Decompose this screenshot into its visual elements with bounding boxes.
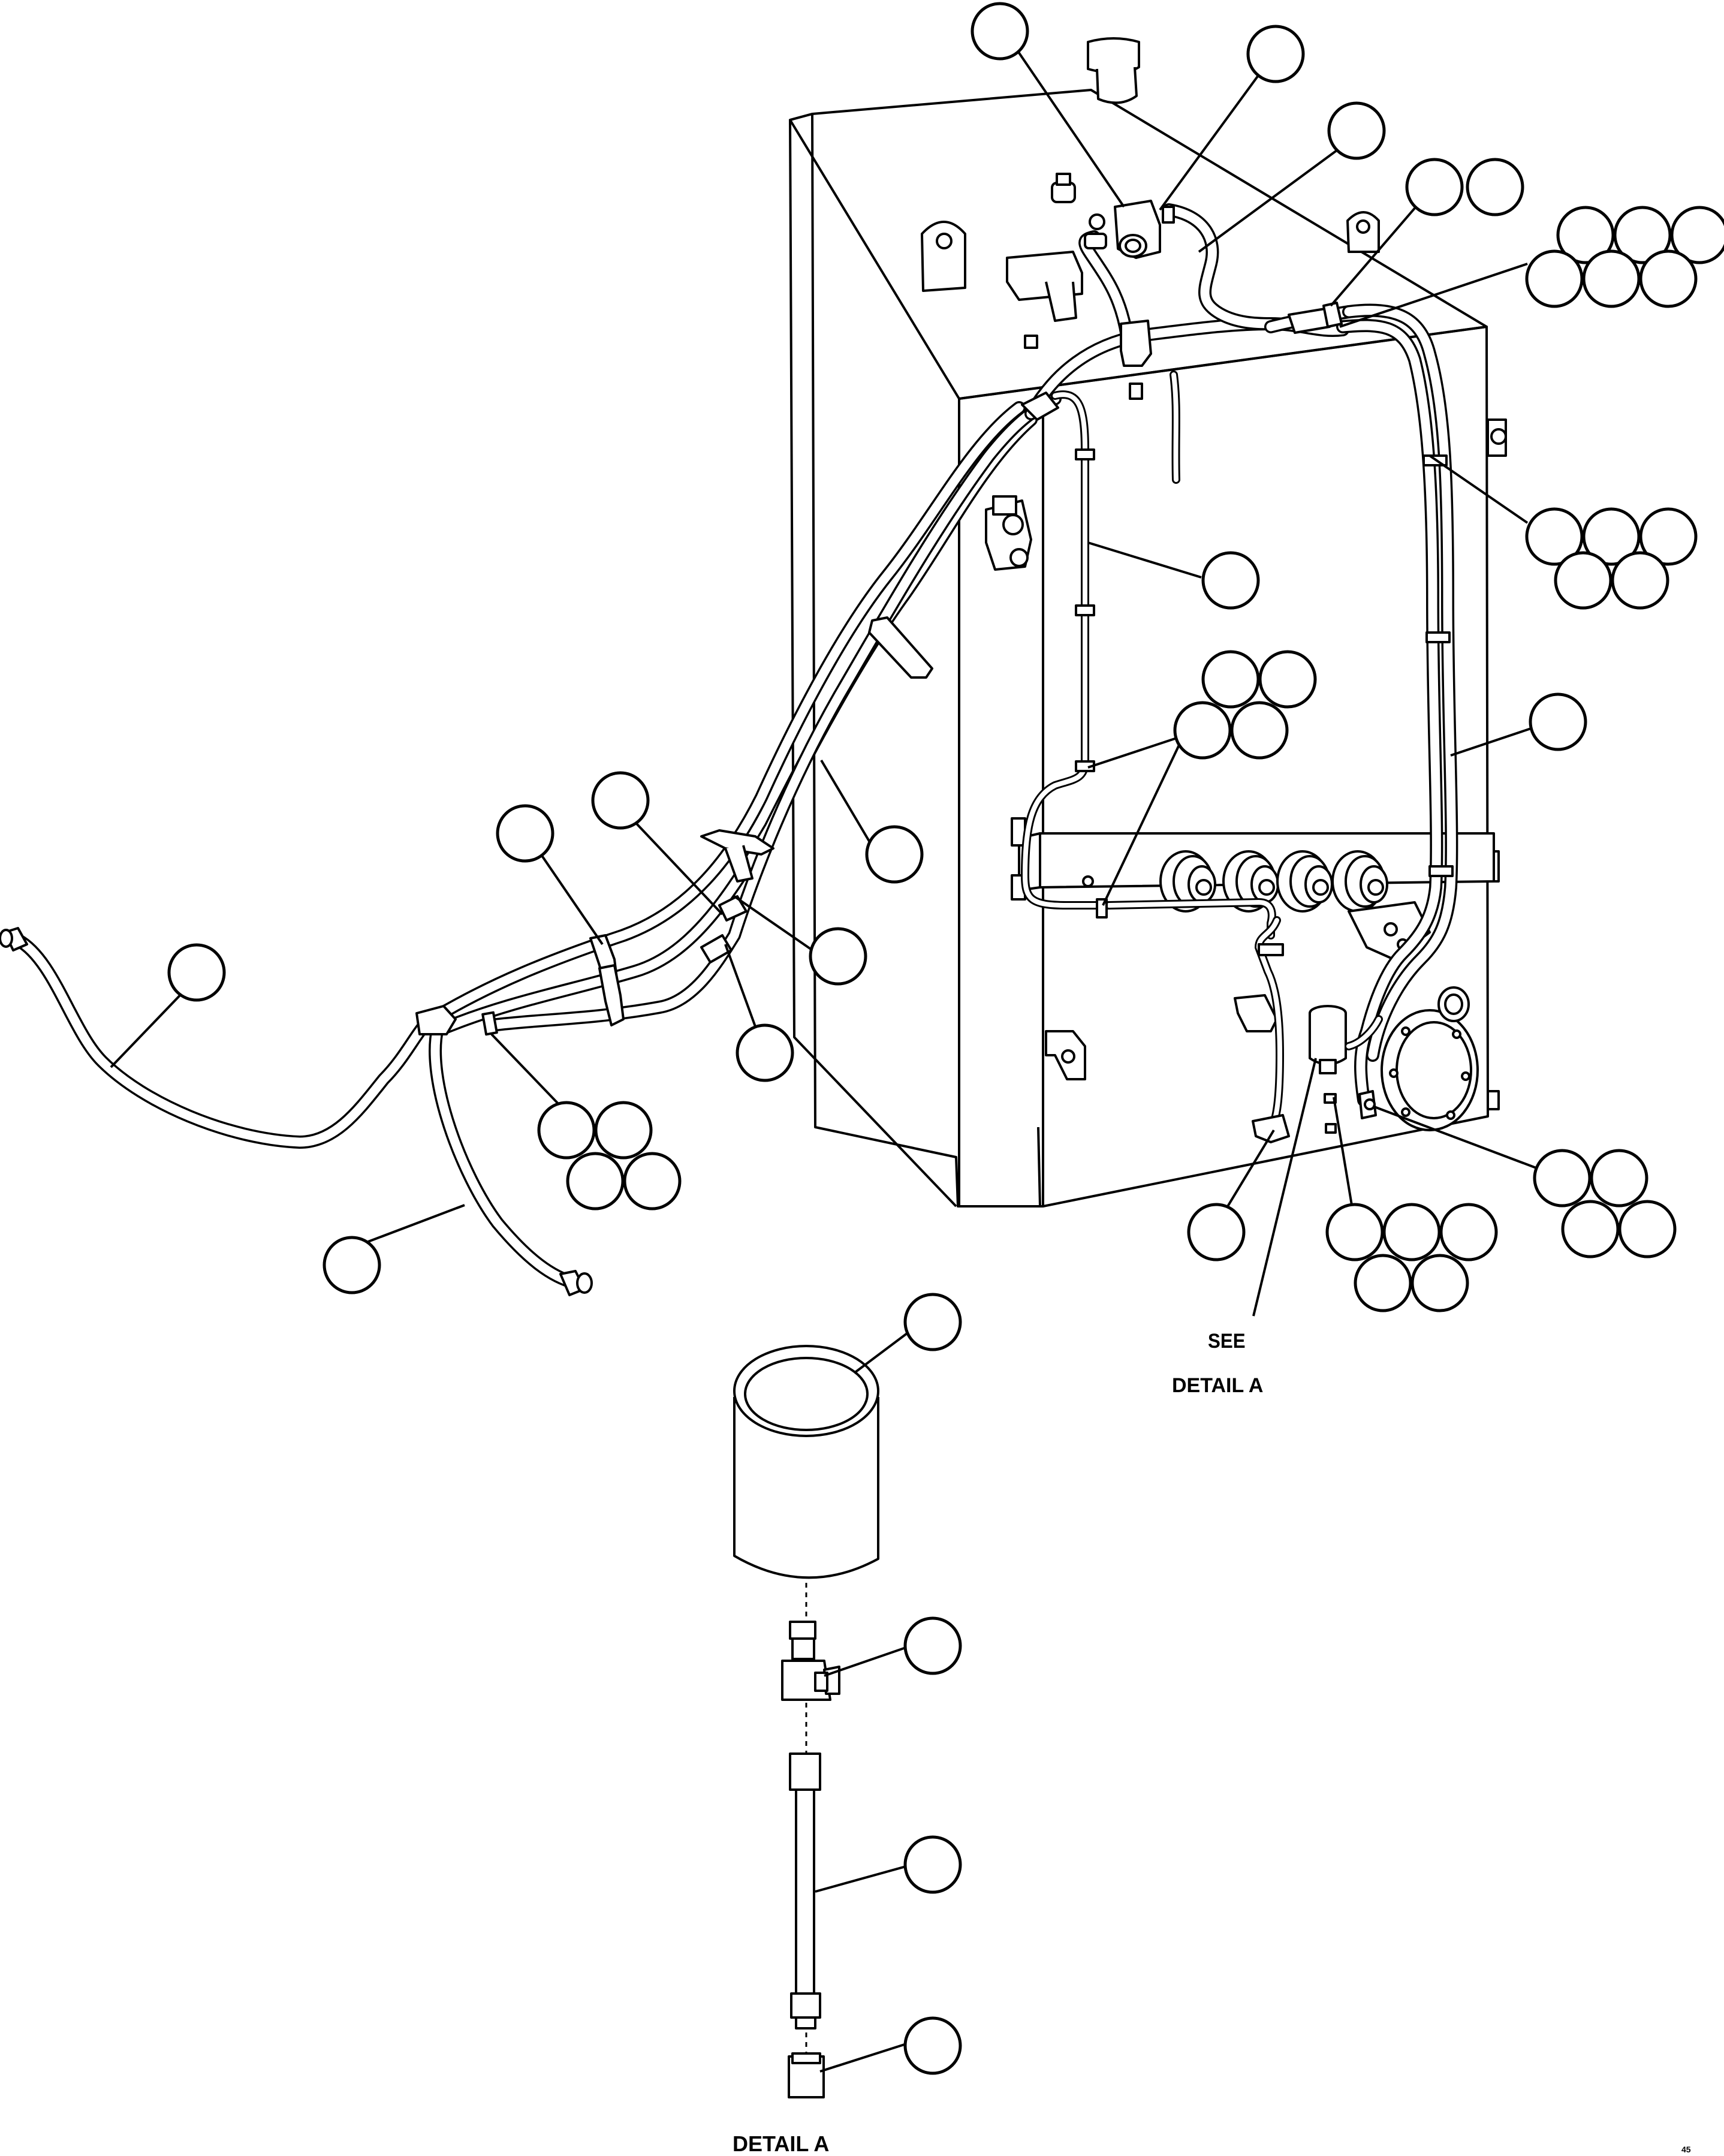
side-clamp-block <box>985 495 1032 571</box>
sight-gauge <box>1437 986 1470 1022</box>
see-label: SEE <box>1208 1329 1246 1353</box>
drawing-number: 45 <box>1681 2145 1691 2154</box>
hose-band-a <box>481 1011 498 1036</box>
filler-cap <box>1087 37 1140 104</box>
hose-end-left <box>0 927 28 951</box>
detail-a-filter <box>733 1345 879 1579</box>
return-tube-clamp <box>1252 943 1290 1143</box>
hose-end-bottom <box>559 1270 593 1296</box>
clamp-block-upper <box>868 616 933 679</box>
top-right-coupling <box>1288 302 1343 334</box>
lower-bracket <box>1045 1030 1086 1080</box>
lifting-eye-left <box>921 221 966 292</box>
leader-lines <box>110 46 1540 2073</box>
small-bracket <box>1234 994 1278 1032</box>
detail-a-tee-fitting <box>781 1621 840 1701</box>
inspection-cover <box>1381 1009 1479 1131</box>
hose-tee-clamp <box>415 1005 457 1035</box>
lifting-eye-right <box>1346 211 1380 253</box>
hoses <box>11 203 1458 1290</box>
clamp-top-left <box>1021 335 1059 421</box>
fittings-and-clamps <box>0 200 1454 1296</box>
junction-block <box>1006 251 1083 322</box>
filter-small-fittings <box>1324 1093 1337 1134</box>
drain-elbow <box>1358 1090 1377 1119</box>
detail-a-callout-label: DETAIL A <box>1172 1374 1263 1397</box>
hose-coupler-a <box>700 895 748 963</box>
top-valve <box>1084 200 1175 259</box>
detail-a-tube <box>789 1752 821 2029</box>
double-clamp-lower <box>589 934 625 1026</box>
callout-balloons <box>167 2 1724 2075</box>
detail-a-elbow-nut <box>788 2052 825 2098</box>
clamp-block-mid <box>700 829 774 883</box>
clamp-top-mid <box>1120 320 1152 400</box>
right-mount-brackets <box>1487 418 1507 1110</box>
spin-on-filters <box>1159 850 1388 913</box>
breather <box>1051 173 1076 203</box>
tank-mounted-filter <box>1309 1005 1347 1074</box>
detail-a <box>733 1345 879 2098</box>
detail-a-title: DETAIL A <box>733 2131 829 2156</box>
